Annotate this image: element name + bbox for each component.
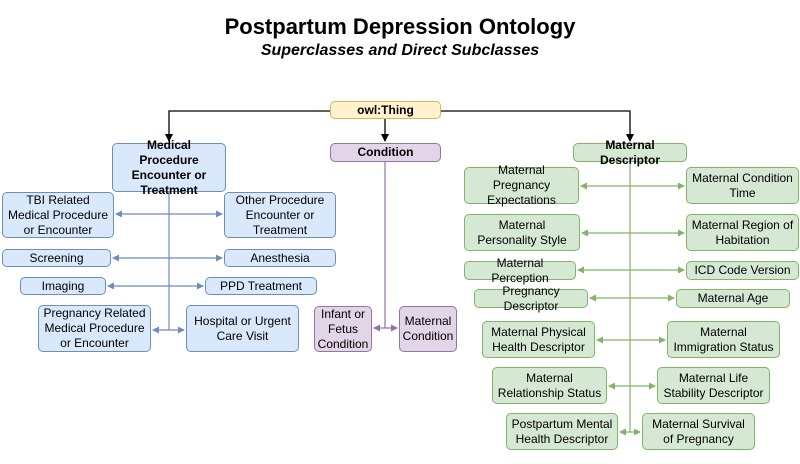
maternal-condition-node[interactable]: Maternal Condition	[399, 306, 457, 352]
maternal-relationship-status-label: Maternal Relationship Status	[497, 370, 602, 400]
condition-node[interactable]: Condition	[330, 143, 441, 162]
maternal-age-node[interactable]: Maternal Age	[676, 289, 790, 308]
icd-code-version-node[interactable]: ICD Code Version	[686, 261, 799, 280]
anesthesia-label: Anesthesia	[250, 250, 310, 265]
maternal-perception-node[interactable]: Maternal Perception	[464, 256, 576, 285]
imaging-label: Imaging	[41, 278, 85, 293]
maternal-physical-health-node[interactable]: Maternal Physical Health Descriptor	[482, 321, 595, 358]
maternal-pregnancy-expectations-node[interactable]: Maternal Pregnancy Expectations	[464, 163, 579, 207]
maternal-survival-label: Maternal Survival of Pregnancy	[652, 416, 745, 446]
maternal-relationship-status-node[interactable]: Maternal Relationship Status	[492, 367, 607, 404]
screening-node[interactable]: Screening	[2, 249, 111, 267]
medical-edges	[107, 192, 223, 334]
maternal-perception-label: Maternal Perception	[491, 255, 549, 285]
maternal-life-stability-label: Maternal Life Stability Descriptor	[663, 370, 764, 400]
diagram-subtitle: Superclasses and Direct Subclasses	[260, 42, 540, 59]
condition-edges	[373, 162, 398, 332]
maternal-region-label: Maternal Region of Habitation	[691, 217, 794, 247]
screening-label: Screening	[29, 250, 84, 265]
anesthesia-node[interactable]: Anesthesia	[224, 249, 336, 267]
maternal-personality-style-label: Maternal Personality Style	[477, 217, 567, 247]
maternal-region-node[interactable]: Maternal Region of Habitation	[686, 214, 799, 251]
other-procedure-label: Other Procedure Encounter or Treatment	[235, 192, 325, 237]
postpartum-mental-health-label: Postpartum Mental Health Descriptor	[511, 416, 613, 446]
tbi-related-node[interactable]: TBI Related Medical Procedure or Encount…	[2, 192, 114, 238]
owl-thing-node[interactable]: owl:Thing	[330, 101, 441, 119]
pregnancy-related-node[interactable]: Pregnancy Related Medical Procedure or E…	[38, 305, 151, 352]
maternal-physical-health-label: Maternal Physical Health Descriptor	[491, 324, 586, 354]
hospital-visit-node[interactable]: Hospital or Urgent Care Visit	[186, 305, 299, 352]
icd-code-version-label: ICD Code Version	[694, 263, 791, 277]
condition-label: Condition	[357, 145, 414, 159]
ppd-treatment-node[interactable]: PPD Treatment	[205, 277, 317, 295]
hospital-visit-label: Hospital or Urgent Care Visit	[194, 313, 291, 343]
pregnancy-descriptor-label: Pregnancy Descriptor	[502, 283, 560, 313]
other-procedure-node[interactable]: Other Procedure Encounter or Treatment	[224, 192, 336, 238]
maternal-survival-node[interactable]: Maternal Survival of Pregnancy	[642, 413, 755, 450]
medical-procedure-label: Medical Procedure Encounter or Treatment	[131, 137, 207, 197]
maternal-edges	[577, 162, 685, 436]
infant-fetus-condition-node[interactable]: Infant or Fetus Condition	[314, 306, 372, 352]
maternal-condition-label: Maternal Condition	[402, 314, 454, 343]
maternal-personality-style-node[interactable]: Maternal Personality Style	[464, 214, 580, 251]
pregnancy-related-label: Pregnancy Related Medical Procedure or E…	[43, 306, 146, 350]
maternal-age-label: Maternal Age	[697, 291, 769, 305]
pregnancy-descriptor-node[interactable]: Pregnancy Descriptor	[474, 284, 588, 313]
tbi-related-label: TBI Related Medical Procedure or Encount…	[7, 192, 109, 237]
postpartum-mental-health-node[interactable]: Postpartum Mental Health Descriptor	[506, 413, 618, 450]
maternal-immigration-status-node[interactable]: Maternal Immigration Status	[667, 321, 780, 358]
infant-fetus-condition-label: Infant or Fetus Condition	[317, 306, 369, 351]
maternal-descriptor-label: Maternal Descriptor	[599, 137, 661, 167]
owl-thing-label: owl:Thing	[357, 102, 414, 117]
ppd-treatment-label: PPD Treatment	[219, 278, 303, 293]
medical-procedure-node[interactable]: Medical Procedure Encounter or Treatment	[112, 138, 226, 197]
maternal-life-stability-node[interactable]: Maternal Life Stability Descriptor	[657, 367, 770, 404]
maternal-condition-time-node[interactable]: Maternal Condition Time	[686, 167, 799, 204]
maternal-descriptor-node[interactable]: Maternal Descriptor	[573, 138, 687, 167]
diagram-title: Postpartum Depression Ontology	[224, 14, 576, 39]
root-edges	[165, 110, 634, 142]
maternal-immigration-status-label: Maternal Immigration Status	[673, 324, 774, 354]
maternal-condition-time-label: Maternal Condition Time	[692, 170, 793, 200]
imaging-node[interactable]: Imaging	[20, 277, 106, 295]
maternal-pregnancy-expectations-label: Maternal Pregnancy Expectations	[487, 163, 556, 207]
